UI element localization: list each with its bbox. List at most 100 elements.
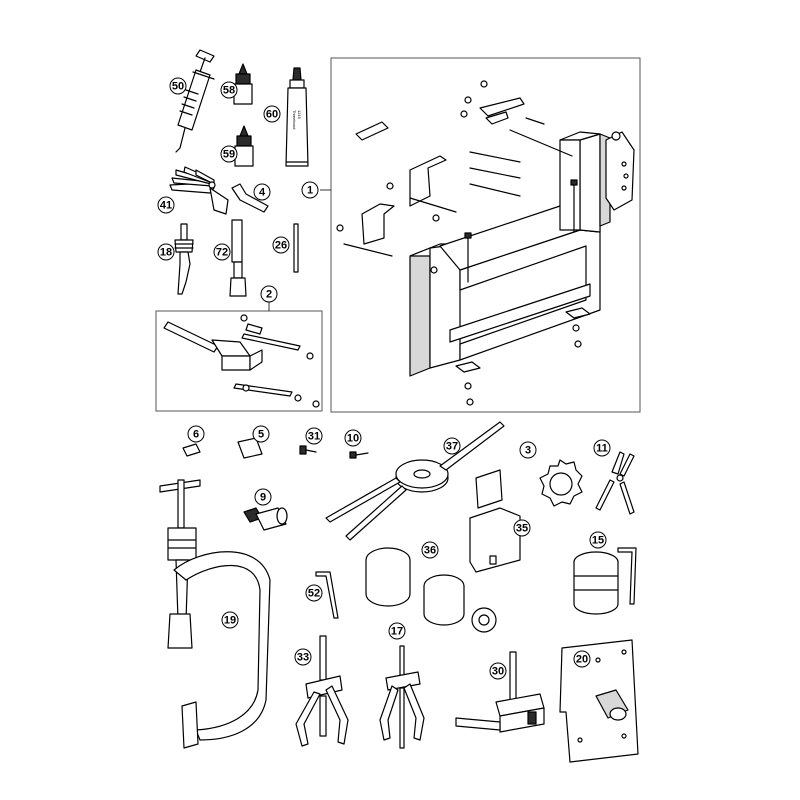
callout-number: 52	[308, 588, 320, 600]
tube-label-line-1: Threebond	[292, 110, 297, 129]
hex-key-52	[315, 571, 339, 619]
tool-9	[243, 507, 288, 531]
callout-58: 58	[220, 81, 238, 99]
callout-33: 33	[294, 648, 312, 666]
callout-2: 2	[260, 285, 278, 303]
leader-lines	[268, 189, 331, 311]
callout-18: 18	[157, 243, 175, 261]
chain-tool-30	[455, 651, 545, 733]
callout-circle	[593, 439, 611, 457]
callout-circle	[513, 519, 531, 537]
circlip-pliers	[595, 451, 635, 515]
callout-number: 19	[224, 615, 236, 627]
callout-number: 4	[259, 187, 266, 199]
sealant-bottle-59	[234, 125, 254, 167]
callout-circle	[589, 531, 607, 549]
callout-50: 50	[169, 77, 187, 95]
bearing-puller-18	[174, 223, 194, 295]
callout-15: 15	[589, 531, 607, 549]
callout-circle	[519, 441, 537, 459]
callout-41: 41	[157, 196, 175, 214]
callout-9: 9	[254, 488, 272, 506]
callout-number: 35	[516, 523, 528, 535]
engine-stand	[336, 80, 635, 406]
callout-number: 20	[576, 654, 588, 666]
syringe-tool	[175, 49, 215, 153]
tool-72	[229, 219, 247, 297]
sprocket-holder-3	[539, 459, 583, 507]
callout-circle	[220, 81, 238, 99]
callout-circle	[157, 243, 175, 261]
callout-number: 36	[424, 545, 436, 557]
callout-circle	[253, 183, 271, 201]
callout-number: 17	[391, 626, 403, 638]
callout-number: 60	[266, 109, 278, 121]
callout-26: 26	[272, 236, 290, 254]
callout-circle	[254, 488, 272, 506]
callout-36: 36	[421, 541, 439, 559]
gear-puller-17	[379, 645, 425, 749]
pin-26	[293, 223, 299, 273]
callout-5: 5	[252, 425, 270, 443]
callout-52: 52	[305, 584, 323, 602]
callout-number: 9	[260, 492, 266, 504]
callout-35: 35	[513, 519, 531, 537]
callout-3: 3	[519, 441, 537, 459]
callout-number: 41	[160, 200, 172, 212]
callout-circle	[344, 429, 362, 447]
callout-number: 72	[216, 247, 228, 259]
tool-35	[469, 469, 521, 573]
callout-1: 1	[301, 181, 319, 199]
screw-10	[349, 451, 369, 459]
callout-circle	[573, 650, 591, 668]
callout-10: 10	[344, 429, 362, 447]
callout-circle	[443, 437, 461, 455]
callout-number: 2	[266, 289, 272, 301]
sealant-bottle-58	[233, 63, 253, 105]
callout-number: 58	[223, 85, 235, 97]
callout-circle	[305, 584, 323, 602]
piston-ring-compressor	[573, 547, 637, 615]
crankshaft-puller-37	[325, 421, 505, 541]
tool-5	[237, 437, 263, 459]
valve-spring-compressor-19	[159, 479, 271, 749]
callout-number: 6	[193, 429, 199, 441]
callout-19: 19	[221, 611, 239, 629]
callout-circle	[301, 181, 319, 199]
callout-circle	[489, 662, 507, 680]
engine-stand-frame-box	[330, 57, 641, 413]
ring-tool-36	[365, 547, 497, 633]
callout-circle	[157, 196, 175, 214]
callout-number: 10	[347, 433, 359, 445]
callout-circle	[187, 425, 205, 443]
callout-circle	[421, 541, 439, 559]
callout-number: 31	[308, 431, 320, 443]
callout-number: 5	[258, 429, 264, 441]
callout-circle	[252, 425, 270, 443]
callout-6: 6	[187, 425, 205, 443]
callout-number: 1	[307, 185, 313, 197]
callout-37: 37	[443, 437, 461, 455]
callout-17: 17	[388, 622, 406, 640]
threebond-tube: Threebond 1215	[285, 67, 309, 167]
callout-number: 3	[525, 445, 531, 457]
callout-circle	[221, 611, 239, 629]
callout-circle	[220, 145, 238, 163]
callout-31: 31	[305, 427, 323, 445]
callout-number: 59	[223, 149, 235, 161]
tube-label-line-2: 1215	[297, 110, 302, 120]
callout-circle	[305, 427, 323, 445]
callout-number: 30	[492, 666, 504, 678]
feeler-gauge	[169, 166, 229, 215]
callout-number: 15	[592, 535, 604, 547]
callout-60: 60	[263, 105, 281, 123]
tool-kit-2-frame-box	[155, 310, 323, 412]
callout-number: 18	[160, 247, 172, 259]
callout-circle	[213, 243, 231, 261]
callout-72: 72	[213, 243, 231, 261]
bolt-31	[299, 445, 317, 455]
callout-circle	[294, 648, 312, 666]
special-tool-kit-2	[163, 314, 320, 408]
